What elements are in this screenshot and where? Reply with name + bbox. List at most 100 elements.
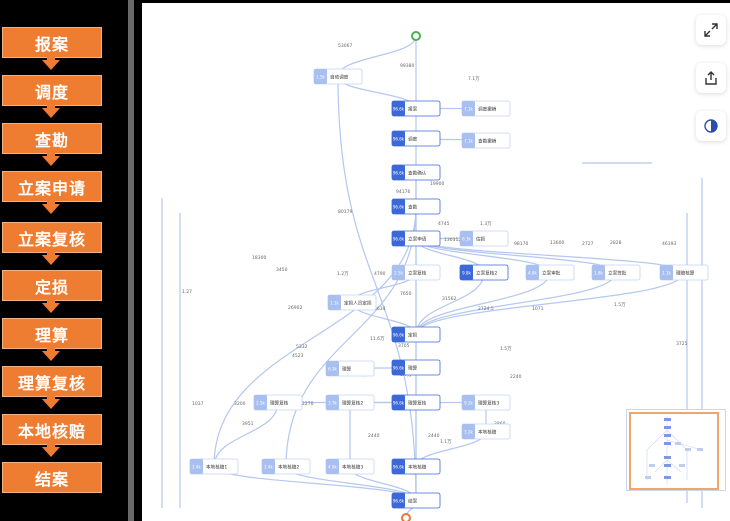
process-node[interactable]: 3.7k 理算复核2 [325, 394, 375, 411]
process-stage-panel: 报案 调度 查勘 立案申请 立案复核 定损 理算 理算复核 本地核赔 结案 [0, 0, 140, 521]
edge-label: 99380 [400, 63, 414, 69]
flow-edge [213, 402, 279, 467]
edge-label: 2440 [428, 433, 440, 439]
node-label: 本地核赔1 [206, 464, 227, 471]
node-badge [392, 131, 405, 146]
stage-arrow [42, 343, 60, 361]
process-flow-diagram[interactable]: 53067993807.1万7.1万9817098170986369417619… [142, 3, 730, 521]
node-count: 96.6k [393, 499, 405, 504]
node-count: 6.3k [462, 237, 471, 242]
node-label: 报案 [408, 106, 418, 113]
edge-label: 1.3万 [480, 221, 492, 227]
minimap-preview [645, 416, 703, 484]
stage-arrow [42, 439, 60, 457]
node-count: 2.5k [394, 271, 403, 276]
edge-label: 1.2万 [337, 271, 349, 277]
node-count: 2.4k [264, 465, 273, 470]
edge-label: 4745 [438, 221, 450, 227]
edge-label: 2828 [610, 240, 622, 246]
minimap[interactable] [626, 409, 726, 491]
flow-edge [285, 206, 417, 467]
process-node[interactable]: 2.5k 立案复核 [391, 264, 441, 281]
edge-label: 26902 [288, 305, 302, 311]
node-label: 查勘确认 [408, 170, 427, 177]
node-label: 理算 [408, 365, 418, 372]
edge-label: 46393 [662, 241, 676, 247]
node-badge [460, 265, 473, 280]
node-count: 96.6k [393, 333, 405, 338]
node-badge [392, 493, 405, 508]
node-label: 理算 [342, 366, 352, 373]
node-count: 7.1k [464, 139, 473, 144]
node-label: 理算复核2 [342, 400, 363, 407]
node-count: 96.6k [393, 401, 405, 406]
expand-button[interactable] [696, 15, 726, 45]
expand-icon [704, 23, 718, 37]
edge-label: 11.6万 [370, 336, 385, 342]
node-label: 本地核赔3 [342, 464, 363, 471]
node-count: 3.7k [328, 401, 337, 406]
process-node[interactable]: 1.5k 自动调度 [313, 68, 363, 85]
end-node[interactable] [401, 513, 411, 521]
node-badge [392, 360, 405, 375]
stage-arrow [42, 196, 60, 214]
panel-divider [128, 0, 134, 521]
node-count: 1.1k [330, 301, 339, 306]
node-label: 立案申请 [408, 236, 427, 243]
node-label: 立案复核2 [476, 270, 497, 277]
node-label: 调度撤销 [478, 106, 497, 113]
node-badge [392, 395, 405, 410]
node-badge [660, 265, 673, 280]
node-badge [392, 231, 405, 246]
edge-label: 53067 [338, 43, 352, 49]
node-label: 立案复核 [408, 270, 427, 277]
flow-edge [213, 206, 417, 467]
edge-label: 2440 [368, 433, 380, 439]
theme-toggle-button[interactable] [696, 111, 726, 141]
node-label: 立案审批 [542, 270, 561, 277]
edge-label: 3450 [276, 267, 288, 273]
flow-edge [415, 272, 617, 335]
stage-arrow [42, 391, 60, 409]
process-map-canvas[interactable]: 53067993807.1万7.1万9817098170986369417619… [142, 3, 730, 521]
minimap-viewport[interactable] [629, 412, 719, 490]
node-label: 自动调度 [330, 74, 349, 81]
edge-label: 3951 [242, 421, 254, 427]
edge-label: 2724.5 [478, 306, 494, 312]
node-count: 1.5k [316, 75, 325, 80]
node-count: 96.6k [393, 107, 405, 112]
node-badge [392, 101, 405, 116]
node-label: 查勘 [408, 204, 418, 211]
share-button[interactable] [696, 63, 726, 93]
node-badge [392, 459, 405, 474]
node-label: 本地核赔 [478, 429, 497, 436]
start-node[interactable] [411, 31, 421, 41]
node-count: 96.6k [393, 237, 405, 242]
stage-arrow [42, 148, 60, 166]
